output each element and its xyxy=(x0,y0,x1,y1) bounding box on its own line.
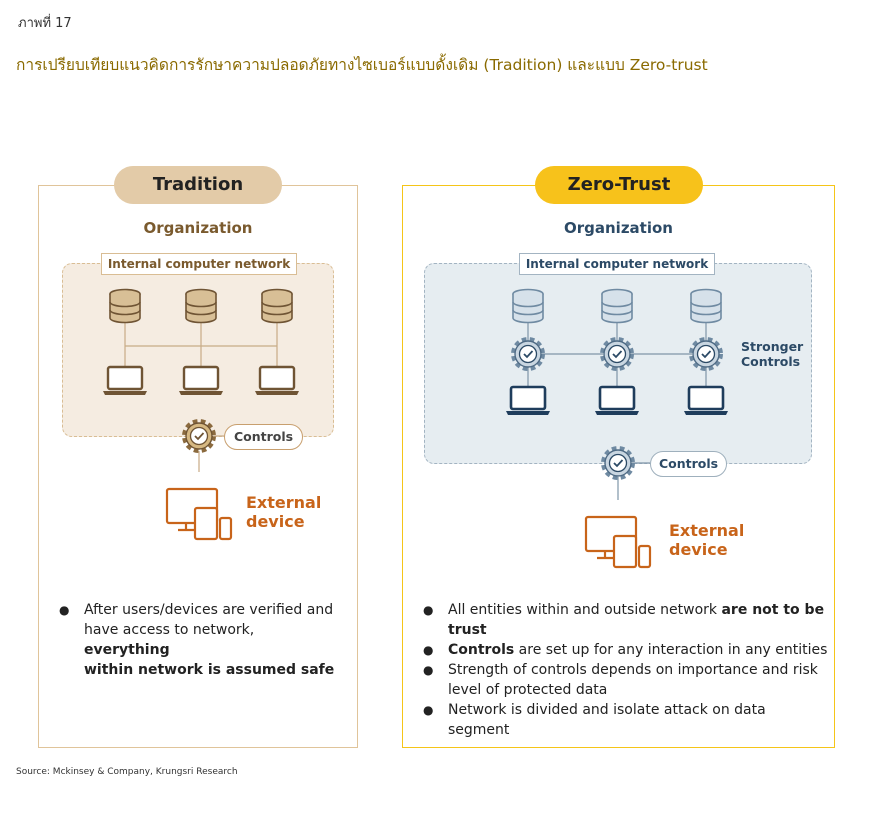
zero-trust-external-device-icon xyxy=(584,515,652,569)
tradition-laptop-icon xyxy=(177,365,225,397)
list-item: ● Strength of controls depends on import… xyxy=(423,662,818,698)
tradition-controls-gear-icon xyxy=(185,422,213,450)
zero-trust-header: Zero-Trust xyxy=(535,166,703,204)
source-note: Source: Mckinsey & Company, Krungsri Res… xyxy=(16,767,238,777)
figure-label: ภาพที่ 17 xyxy=(18,16,72,31)
zero-trust-database-icon xyxy=(690,288,722,324)
tradition-connectors xyxy=(124,320,278,472)
tradition-laptop-icon xyxy=(253,365,301,397)
figure-title: การเปรียบเทียบแนวคิดการรักษาความปลอดภัยท… xyxy=(16,56,708,74)
zero-trust-external-device-label: External device xyxy=(669,521,745,559)
zero-trust-controls-gear-icon xyxy=(514,340,542,368)
zero-trust-laptop-icon xyxy=(593,385,641,417)
tradition-controls-label: Controls xyxy=(224,424,303,450)
tradition-bullet-list: ● After users/devices are verified and h… xyxy=(59,600,344,680)
zero-trust-database-icon xyxy=(601,288,633,324)
zero-trust-organization-label: Organization xyxy=(564,219,673,237)
tradition-organization-label: Organization xyxy=(143,219,253,237)
tradition-external-device-label: External device xyxy=(246,493,322,531)
list-item: ● After users/devices are verified and h… xyxy=(59,602,335,678)
zero-trust-external-controls-gear-icon xyxy=(604,449,632,477)
tradition-laptop-icon xyxy=(101,365,149,397)
stronger-controls-label: Stronger Controls xyxy=(741,339,804,369)
tradition-external-device-icon xyxy=(165,487,233,541)
tradition-database-icon xyxy=(185,288,217,324)
zero-trust-bullet-list: ● All entities within and outside networ… xyxy=(423,600,828,740)
zero-trust-laptop-icon xyxy=(682,385,730,417)
tradition-network-label: Internal computer network xyxy=(101,253,297,275)
zero-trust-controls-label: Controls xyxy=(650,451,727,477)
tradition-header: Tradition xyxy=(114,166,282,204)
tradition-database-icon xyxy=(109,288,141,324)
list-item: ● Controls are set up for any interactio… xyxy=(423,642,828,658)
zero-trust-database-icon xyxy=(512,288,544,324)
zero-trust-controls-gear-icon xyxy=(603,340,631,368)
zero-trust-network-label: Internal computer network xyxy=(519,253,715,275)
list-item: ● All entities within and outside networ… xyxy=(423,602,825,638)
zero-trust-laptop-icon xyxy=(504,385,552,417)
tradition-database-icon xyxy=(261,288,293,324)
list-item: ● Network is divided and isolate attack … xyxy=(423,702,766,738)
zero-trust-controls-gear-icon xyxy=(692,340,720,368)
